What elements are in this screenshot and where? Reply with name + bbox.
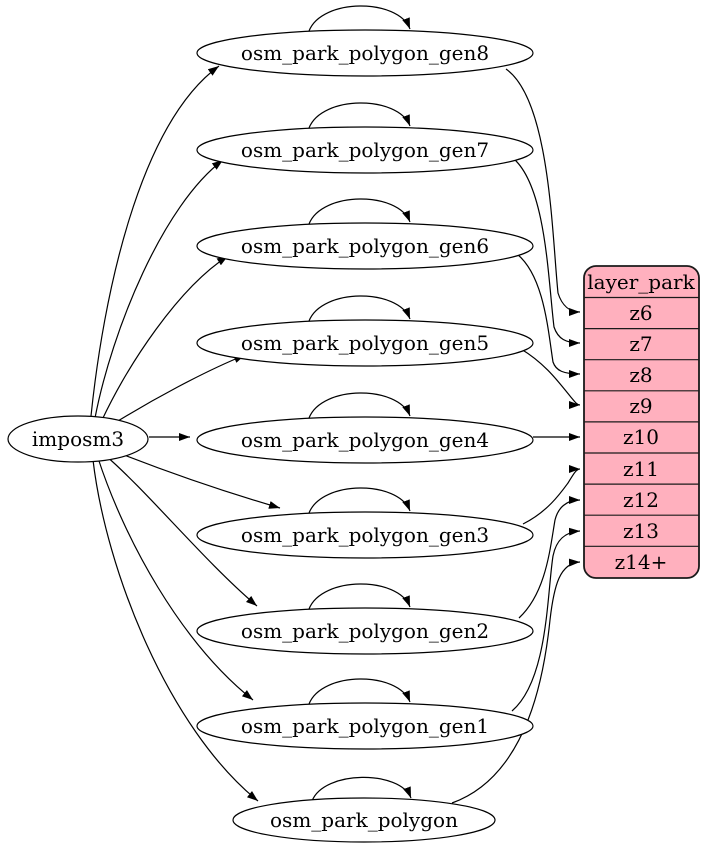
edge-imposm3-to-gen8 — [90, 65, 220, 417]
self-loop-gen3 — [308, 487, 411, 514]
gen8-ellipse — [196, 29, 534, 77]
node-osm-park-polygon-gen2: osm_park_polygon_gen2 — [196, 607, 534, 655]
row-z13: z13 — [623, 519, 659, 543]
gen5-ellipse — [196, 319, 534, 367]
node-osm-park-polygon: osm_park_polygon — [232, 797, 496, 843]
layer-park-header: layer_park — [587, 270, 695, 294]
self-loop-gen6 — [308, 198, 411, 225]
self-loop-gen1 — [308, 678, 411, 705]
edge-group-imposm3-to-tables — [90, 65, 281, 802]
edge-gen5-to-z9 — [520, 348, 581, 409]
gen2-label: osm_park_polygon_gen2 — [241, 619, 489, 643]
gen6-ellipse — [196, 222, 534, 270]
row-z12: z12 — [623, 488, 659, 512]
row-z10: z10 — [623, 425, 659, 449]
gen6-label: osm_park_polygon_gen6 — [241, 234, 489, 258]
edge-imposm3-to-gen5 — [112, 354, 246, 425]
edge-gen6-to-z8 — [516, 253, 581, 378]
row-z8: z8 — [629, 363, 652, 387]
self-loop-gen8 — [308, 5, 411, 32]
gen3-ellipse — [196, 511, 534, 559]
gen8-label: osm_park_polygon_gen8 — [241, 41, 489, 65]
self-loop-polygon — [311, 776, 412, 802]
node-layer-park: layer_park z6 z7 z8 z9 z10 z11 z12 z13 z… — [583, 265, 700, 579]
row-z14plus: z14+ — [615, 550, 668, 574]
gen1-label: osm_park_polygon_gen1 — [241, 714, 489, 738]
edge-polygon-to-z14 — [451, 558, 581, 804]
node-osm-park-polygon-gen5: osm_park_polygon_gen5 — [196, 319, 534, 367]
gen2-ellipse — [196, 607, 534, 655]
edge-imposm3-to-gen7 — [94, 159, 224, 419]
polygon-label: osm_park_polygon — [270, 808, 458, 832]
gen1-ellipse — [196, 702, 534, 750]
edge-gen3-to-z11 — [522, 465, 581, 525]
edge-gen1-to-z13 — [511, 527, 581, 712]
edge-imposm3-to-polygon — [92, 459, 259, 802]
polygon-ellipse — [232, 797, 496, 843]
row-z6: z6 — [629, 301, 652, 325]
node-imposm3: imposm3 — [7, 415, 149, 463]
gen5-label: osm_park_polygon_gen5 — [241, 331, 489, 355]
self-loop-gen4 — [308, 392, 411, 419]
row-z7: z7 — [629, 332, 652, 356]
edge-imposm3-to-gen2 — [104, 454, 258, 607]
self-loop-gen5 — [308, 295, 411, 322]
gen4-label: osm_park_polygon_gen4 — [241, 428, 489, 452]
edge-gen7-to-z7 — [513, 158, 581, 347]
edge-group-self-loops — [308, 5, 412, 802]
self-loop-gen2 — [308, 583, 411, 610]
node-osm-park-polygon-gen8: osm_park_polygon_gen8 — [196, 29, 534, 77]
imposm3-ellipse — [7, 415, 149, 463]
node-osm-park-polygon-gen4: osm_park_polygon_gen4 — [196, 416, 534, 464]
edge-imposm3-to-gen3 — [113, 450, 281, 509]
gen7-label: osm_park_polygon_gen7 — [241, 138, 489, 162]
edge-gen2-to-z12 — [518, 496, 581, 619]
edge-imposm3-to-gen6 — [101, 255, 229, 421]
gen7-ellipse — [196, 126, 534, 174]
row-z11: z11 — [623, 457, 659, 481]
self-loop-gen7 — [308, 102, 411, 129]
gen3-label: osm_park_polygon_gen3 — [241, 523, 489, 547]
edge-imposm3-to-gen1 — [97, 457, 254, 701]
node-osm-park-polygon-gen1: osm_park_polygon_gen1 — [196, 702, 534, 750]
edge-gen8-to-z6 — [505, 68, 581, 316]
row-z9: z9 — [629, 394, 652, 418]
imposm3-label: imposm3 — [32, 427, 124, 451]
node-osm-park-polygon-gen7: osm_park_polygon_gen7 — [196, 126, 534, 174]
node-osm-park-polygon-gen6: osm_park_polygon_gen6 — [196, 222, 534, 270]
edge-group-tables-to-layer — [451, 68, 581, 804]
node-osm-park-polygon-gen3: osm_park_polygon_gen3 — [196, 511, 534, 559]
gen4-ellipse — [196, 416, 534, 464]
